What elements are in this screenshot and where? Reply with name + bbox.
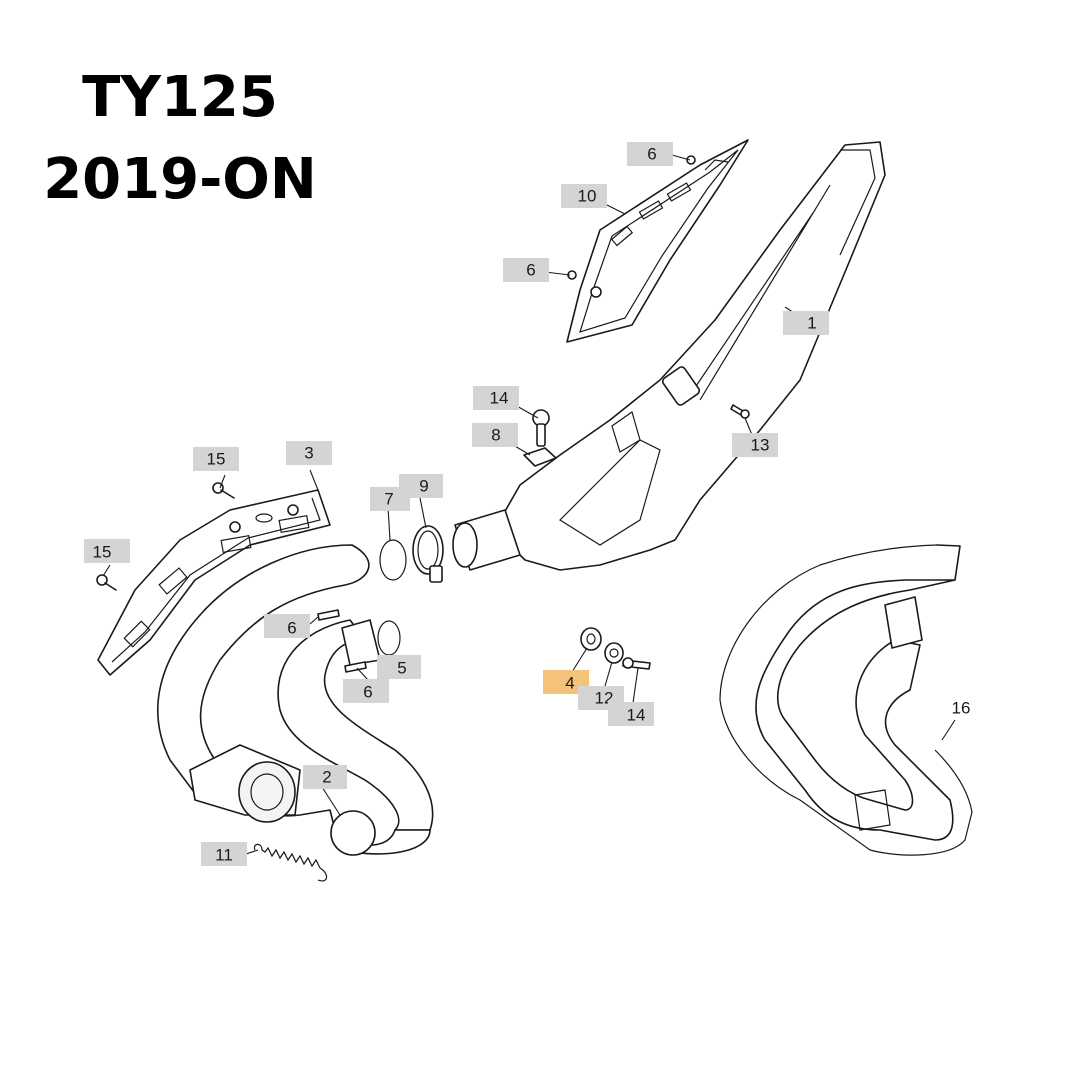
callout-text: 3 xyxy=(304,444,313,463)
callout-text: 13 xyxy=(751,436,770,455)
callout-text: 7 xyxy=(384,490,393,509)
callout-text: 2 xyxy=(322,768,331,787)
callout-8[interactable]: 8 xyxy=(472,423,518,447)
callout-5[interactable]: 5 xyxy=(377,655,421,679)
callout-10[interactable]: 10 xyxy=(561,184,607,208)
clamp-part-9[interactable] xyxy=(412,525,444,583)
callout-text: 15 xyxy=(207,450,226,469)
callout-9[interactable]: 9 xyxy=(399,474,443,498)
collar-part-4[interactable] xyxy=(580,627,602,651)
callout-text: 1 xyxy=(807,314,816,333)
gasket-part-7[interactable] xyxy=(379,539,407,581)
washer-part-12[interactable] xyxy=(604,642,624,664)
callout-6-header-lower[interactable]: 6 xyxy=(343,679,389,703)
callout-1[interactable]: 1 xyxy=(783,311,829,335)
silencer-part-1[interactable] xyxy=(499,141,886,571)
bolt-part-14-lower[interactable] xyxy=(622,657,651,670)
callout-2[interactable]: 2 xyxy=(303,765,347,789)
heat-guard-part-10[interactable] xyxy=(566,139,749,343)
callout-text: 9 xyxy=(419,477,428,496)
callout-15-left[interactable]: 15 xyxy=(84,539,130,563)
heat-shield-part-3[interactable] xyxy=(97,489,331,676)
screw-part-15-upper[interactable] xyxy=(212,482,235,499)
callout-text: 5 xyxy=(397,659,406,678)
callout-13[interactable]: 13 xyxy=(732,433,778,457)
callout-text: 14 xyxy=(490,389,509,408)
silencer-inlet xyxy=(452,509,521,571)
callout-text: 6 xyxy=(363,683,372,702)
callout-text: 6 xyxy=(647,145,656,164)
year-range-title: 2019-ON xyxy=(43,147,317,212)
callout-text: 4 xyxy=(565,674,574,693)
clip-part-8[interactable] xyxy=(523,447,557,467)
callout-text: 14 xyxy=(627,706,646,725)
spring-part-11[interactable] xyxy=(253,843,328,882)
callout-text: 11 xyxy=(215,846,233,865)
callout-text: 8 xyxy=(491,426,500,445)
callout-14-lower[interactable]: 14 xyxy=(608,702,654,726)
model-title: TY125 xyxy=(82,65,278,130)
leader-lines xyxy=(102,154,956,857)
bolt-part-14-top[interactable] xyxy=(532,409,550,447)
callout-text: 15 xyxy=(93,543,112,562)
callout-14-top[interactable]: 14 xyxy=(473,386,519,410)
screw-part-6-header-upper[interactable] xyxy=(317,609,340,621)
callout-15-upper[interactable]: 15 xyxy=(193,447,239,471)
screw-part-15-left[interactable] xyxy=(96,574,117,591)
callout-text: 6 xyxy=(287,619,296,638)
callout-text: 6 xyxy=(526,261,535,280)
screw-part-6-header-lower[interactable] xyxy=(344,661,367,673)
callout-6-top[interactable]: 6 xyxy=(627,142,673,166)
callout-6-cover[interactable]: 6 xyxy=(503,258,549,282)
callout-text: 10 xyxy=(578,187,597,206)
callout-6-header-upper[interactable]: 6 xyxy=(264,614,310,638)
screw-part-6-top[interactable] xyxy=(686,155,696,165)
header-pipe-part-2[interactable] xyxy=(157,544,434,856)
callout-16[interactable]: 16 xyxy=(952,699,971,718)
callout-3[interactable]: 3 xyxy=(286,441,332,465)
header-pipe-part-16[interactable] xyxy=(719,544,973,856)
callout-11[interactable]: 11 xyxy=(201,842,247,866)
